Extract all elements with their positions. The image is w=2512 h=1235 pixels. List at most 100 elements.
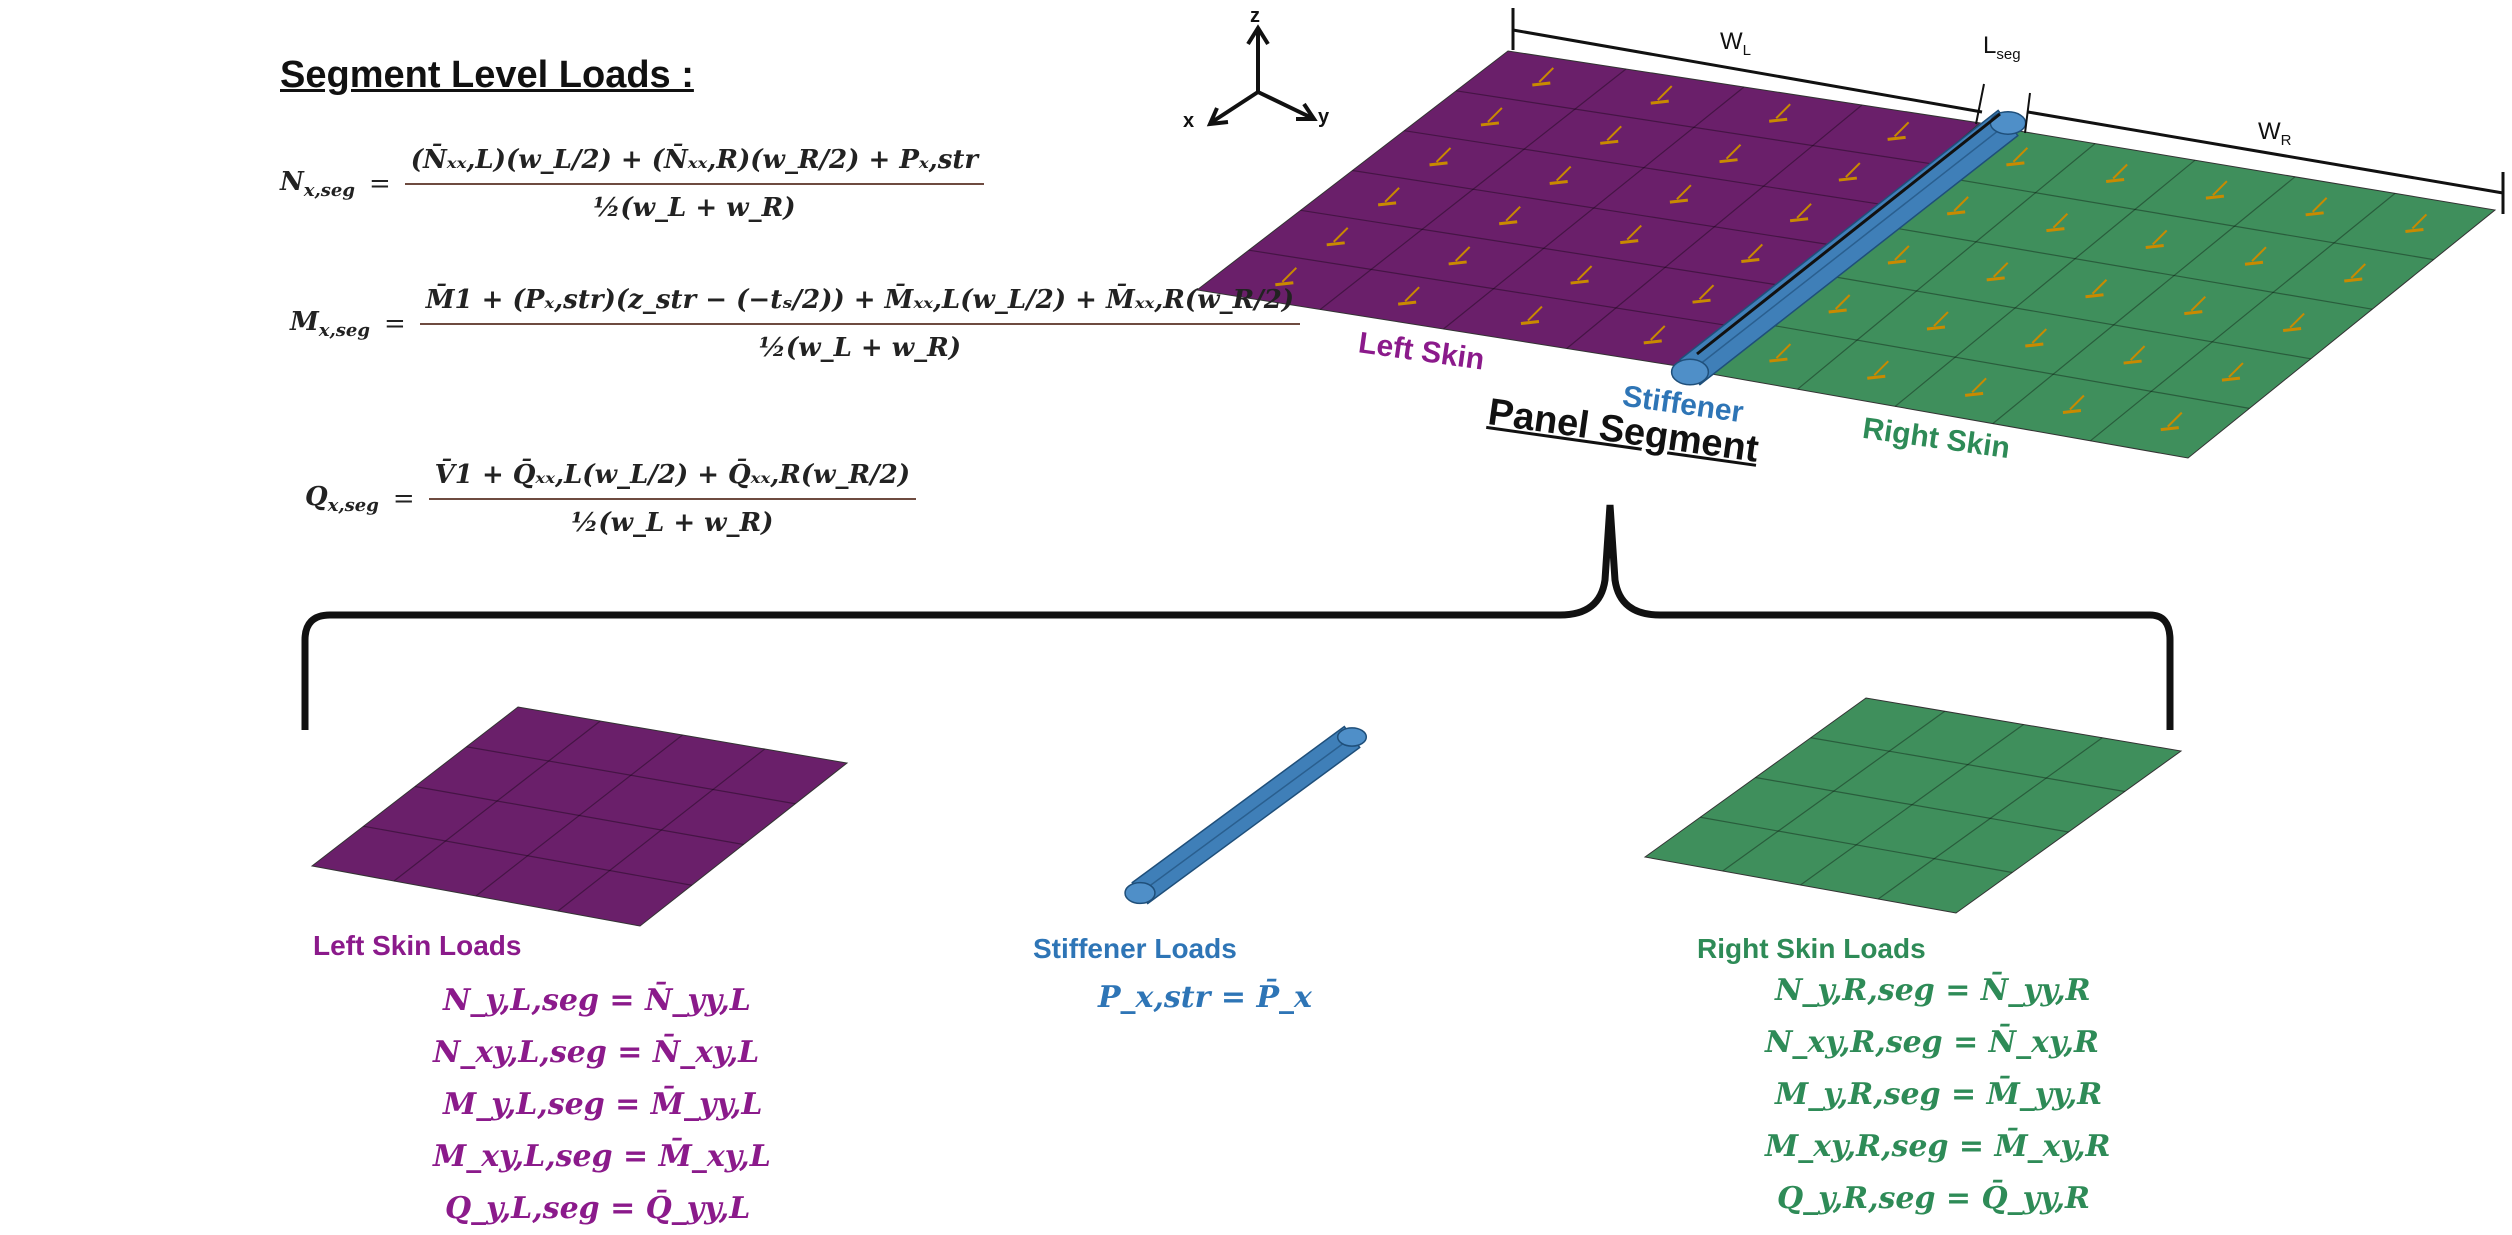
load-arrow-icon [2221, 376, 2241, 382]
load-arrow-icon [1789, 217, 1809, 223]
dim-subscript: L [1742, 41, 1751, 59]
stiffener-bar-end-cap [1989, 111, 2027, 135]
load-arrow-icon [2112, 163, 2128, 180]
numerator: M̄1 + (Pₓ,str)(z_str − (−tₛ/2)) + M̄ₓₓ,L… [419, 285, 1301, 325]
load-arrow-icon [1549, 180, 1568, 186]
dimension-lseg-label: Lseg [1983, 32, 2021, 63]
dimension-lseg-tick [2024, 92, 2031, 134]
stiffener-bar-edge [1689, 122, 2009, 373]
load-arrow-icon [1326, 241, 1345, 247]
stiffener-top-line [1696, 112, 2001, 356]
load-equation: M_xy,L,seg = M̄_xy,L [433, 1139, 771, 1174]
load-arrow-icon [1377, 201, 1397, 207]
right-skin-piece-grid-line [1800, 724, 2024, 886]
load-arrow-icon [1404, 286, 1420, 302]
left-skin-panel-grid-line [1319, 68, 1627, 310]
left-skin-panel-grid-line [1456, 90, 1932, 165]
right-skin-piece-grid-line [1722, 710, 1946, 872]
load-arrow-icon [1845, 162, 1861, 178]
load-arrow-icon [2212, 180, 2228, 196]
axis-x-label: x [1183, 110, 1195, 132]
right-skin-piece [1643, 697, 2183, 914]
load-arrow-icon [2244, 260, 2264, 266]
load-arrow-icon [2289, 312, 2305, 329]
load-arrow-icon [1698, 284, 1715, 300]
right-skin-piece-grid-line [1810, 737, 2125, 793]
axis-y-label: y [1318, 106, 1330, 128]
load-arrow-icon [2405, 227, 2424, 233]
load-arrow-icon [1926, 325, 1946, 331]
load-arrow-icon [2046, 227, 2065, 233]
load-equation: N_y,L,seg = N̄_yy,L [443, 983, 751, 1018]
load-arrow-icon [1747, 243, 1764, 260]
equation-lhs: Qx,seg [305, 481, 379, 517]
load-arrow-icon [1828, 308, 1847, 314]
stiffener-piece-end-cap [1124, 881, 1156, 905]
load-arrow-icon [2085, 293, 2104, 299]
axis-x-line [1210, 90, 1260, 124]
denominator: ½(w_L + w_R) [758, 333, 962, 363]
load-arrow-icon [2062, 408, 2082, 414]
load-arrow-icon [1499, 220, 1518, 226]
load-arrow-icon [2069, 394, 2085, 411]
right-skin-panel-grid-line [1992, 176, 2296, 425]
left-skin-panel-grid-line [1300, 209, 1787, 287]
load-arrow-icon [1676, 184, 1692, 200]
dimension-wl-label: WL [1720, 28, 1751, 59]
load-arrow-icon [2145, 243, 2164, 249]
load-equation: M_y,R,seg = M̄_yy,R [1775, 1077, 2103, 1112]
load-arrow-icon [1933, 311, 1949, 327]
load-equation: N_xy,L,seg = N̄_xy,L [433, 1035, 760, 1070]
load-arrow-icon [1600, 139, 1619, 145]
load-arrow-icon [2052, 212, 2069, 229]
equals-sign: = [368, 169, 391, 199]
load-arrow-icon [2205, 194, 2225, 200]
left-skin-panel-grid-line [1566, 104, 1863, 349]
load-arrow-icon [2167, 411, 2183, 428]
dim-subscript: seg [1996, 45, 2021, 63]
load-arrow-icon [1971, 377, 1987, 394]
right-skin-piece-grid-line [1755, 776, 2069, 833]
load-arrow-icon [1992, 262, 2009, 278]
load-arrow-icon [2160, 426, 2179, 432]
right-skin-loads-list: N_y,R,seg = N̄_yy,R N_xy,R,seg = N̄_xy,R… [1765, 965, 2110, 1225]
load-arrow-icon [1275, 281, 1294, 287]
dim-symbol: W [1720, 28, 1743, 55]
numerator: (N̄ₓₓ,L)(w_L/2) + (N̄ₓₓ,R)(w_R/2) + Pₓ,s… [404, 145, 985, 185]
load-arrow-icon [1964, 391, 1984, 397]
load-arrow-icon [1397, 300, 1417, 306]
axis-z-label: z [1250, 5, 1260, 27]
equation-mx-seg: Mx,seg = M̄1 + (Pₓ,str)(z_str − (−tₛ/2))… [290, 285, 1301, 363]
load-arrow-icon [1570, 279, 1589, 285]
grouping-brace [301, 504, 2174, 730]
right-skin-panel-grid-line [1758, 322, 2250, 409]
load-arrow-icon [1769, 117, 1788, 123]
left-skin-piece-grid-line [475, 734, 683, 897]
load-arrow-icon [2129, 345, 2146, 361]
stiffener-bar-end-cap [1670, 358, 1710, 386]
load-arrow-icon [2251, 246, 2267, 262]
load-arrow-icon [1606, 125, 1622, 142]
left-skin-panel-grid-line [1404, 130, 1884, 206]
axis-y-arrow-icon [1296, 102, 1318, 121]
load-arrow-icon [1448, 260, 1467, 266]
load-arrow-icon [2123, 359, 2142, 365]
equation-nx-seg: Nx,seg = (N̄ₓₓ,L)(w_L/2) + (N̄ₓₓ,R)(w_R/… [280, 145, 985, 223]
load-equation: N_xy,R,seg = N̄_xy,R [1765, 1025, 2099, 1060]
load-arrow-icon [1520, 320, 1540, 326]
load-arrow-icon [1480, 121, 1500, 127]
load-arrow-icon [1867, 374, 1886, 380]
load-arrow-icon [1953, 196, 1969, 212]
load-arrow-icon [2190, 295, 2207, 312]
load-arrow-icon [1505, 206, 1521, 222]
load-arrow-icon [1769, 357, 1788, 363]
load-arrow-icon [2091, 279, 2108, 295]
left-skin-piece-grid-line [363, 825, 692, 886]
left-skin-loads-title: Left Skin Loads [313, 930, 522, 961]
load-equation: P_x,str = P̄_x [1098, 980, 1312, 1015]
load-arrow-icon [1986, 276, 2005, 282]
load-arrow-icon [1333, 227, 1349, 243]
equals-sign: = [383, 309, 406, 339]
load-arrow-icon [1527, 305, 1543, 322]
equals-sign: = [392, 484, 415, 514]
